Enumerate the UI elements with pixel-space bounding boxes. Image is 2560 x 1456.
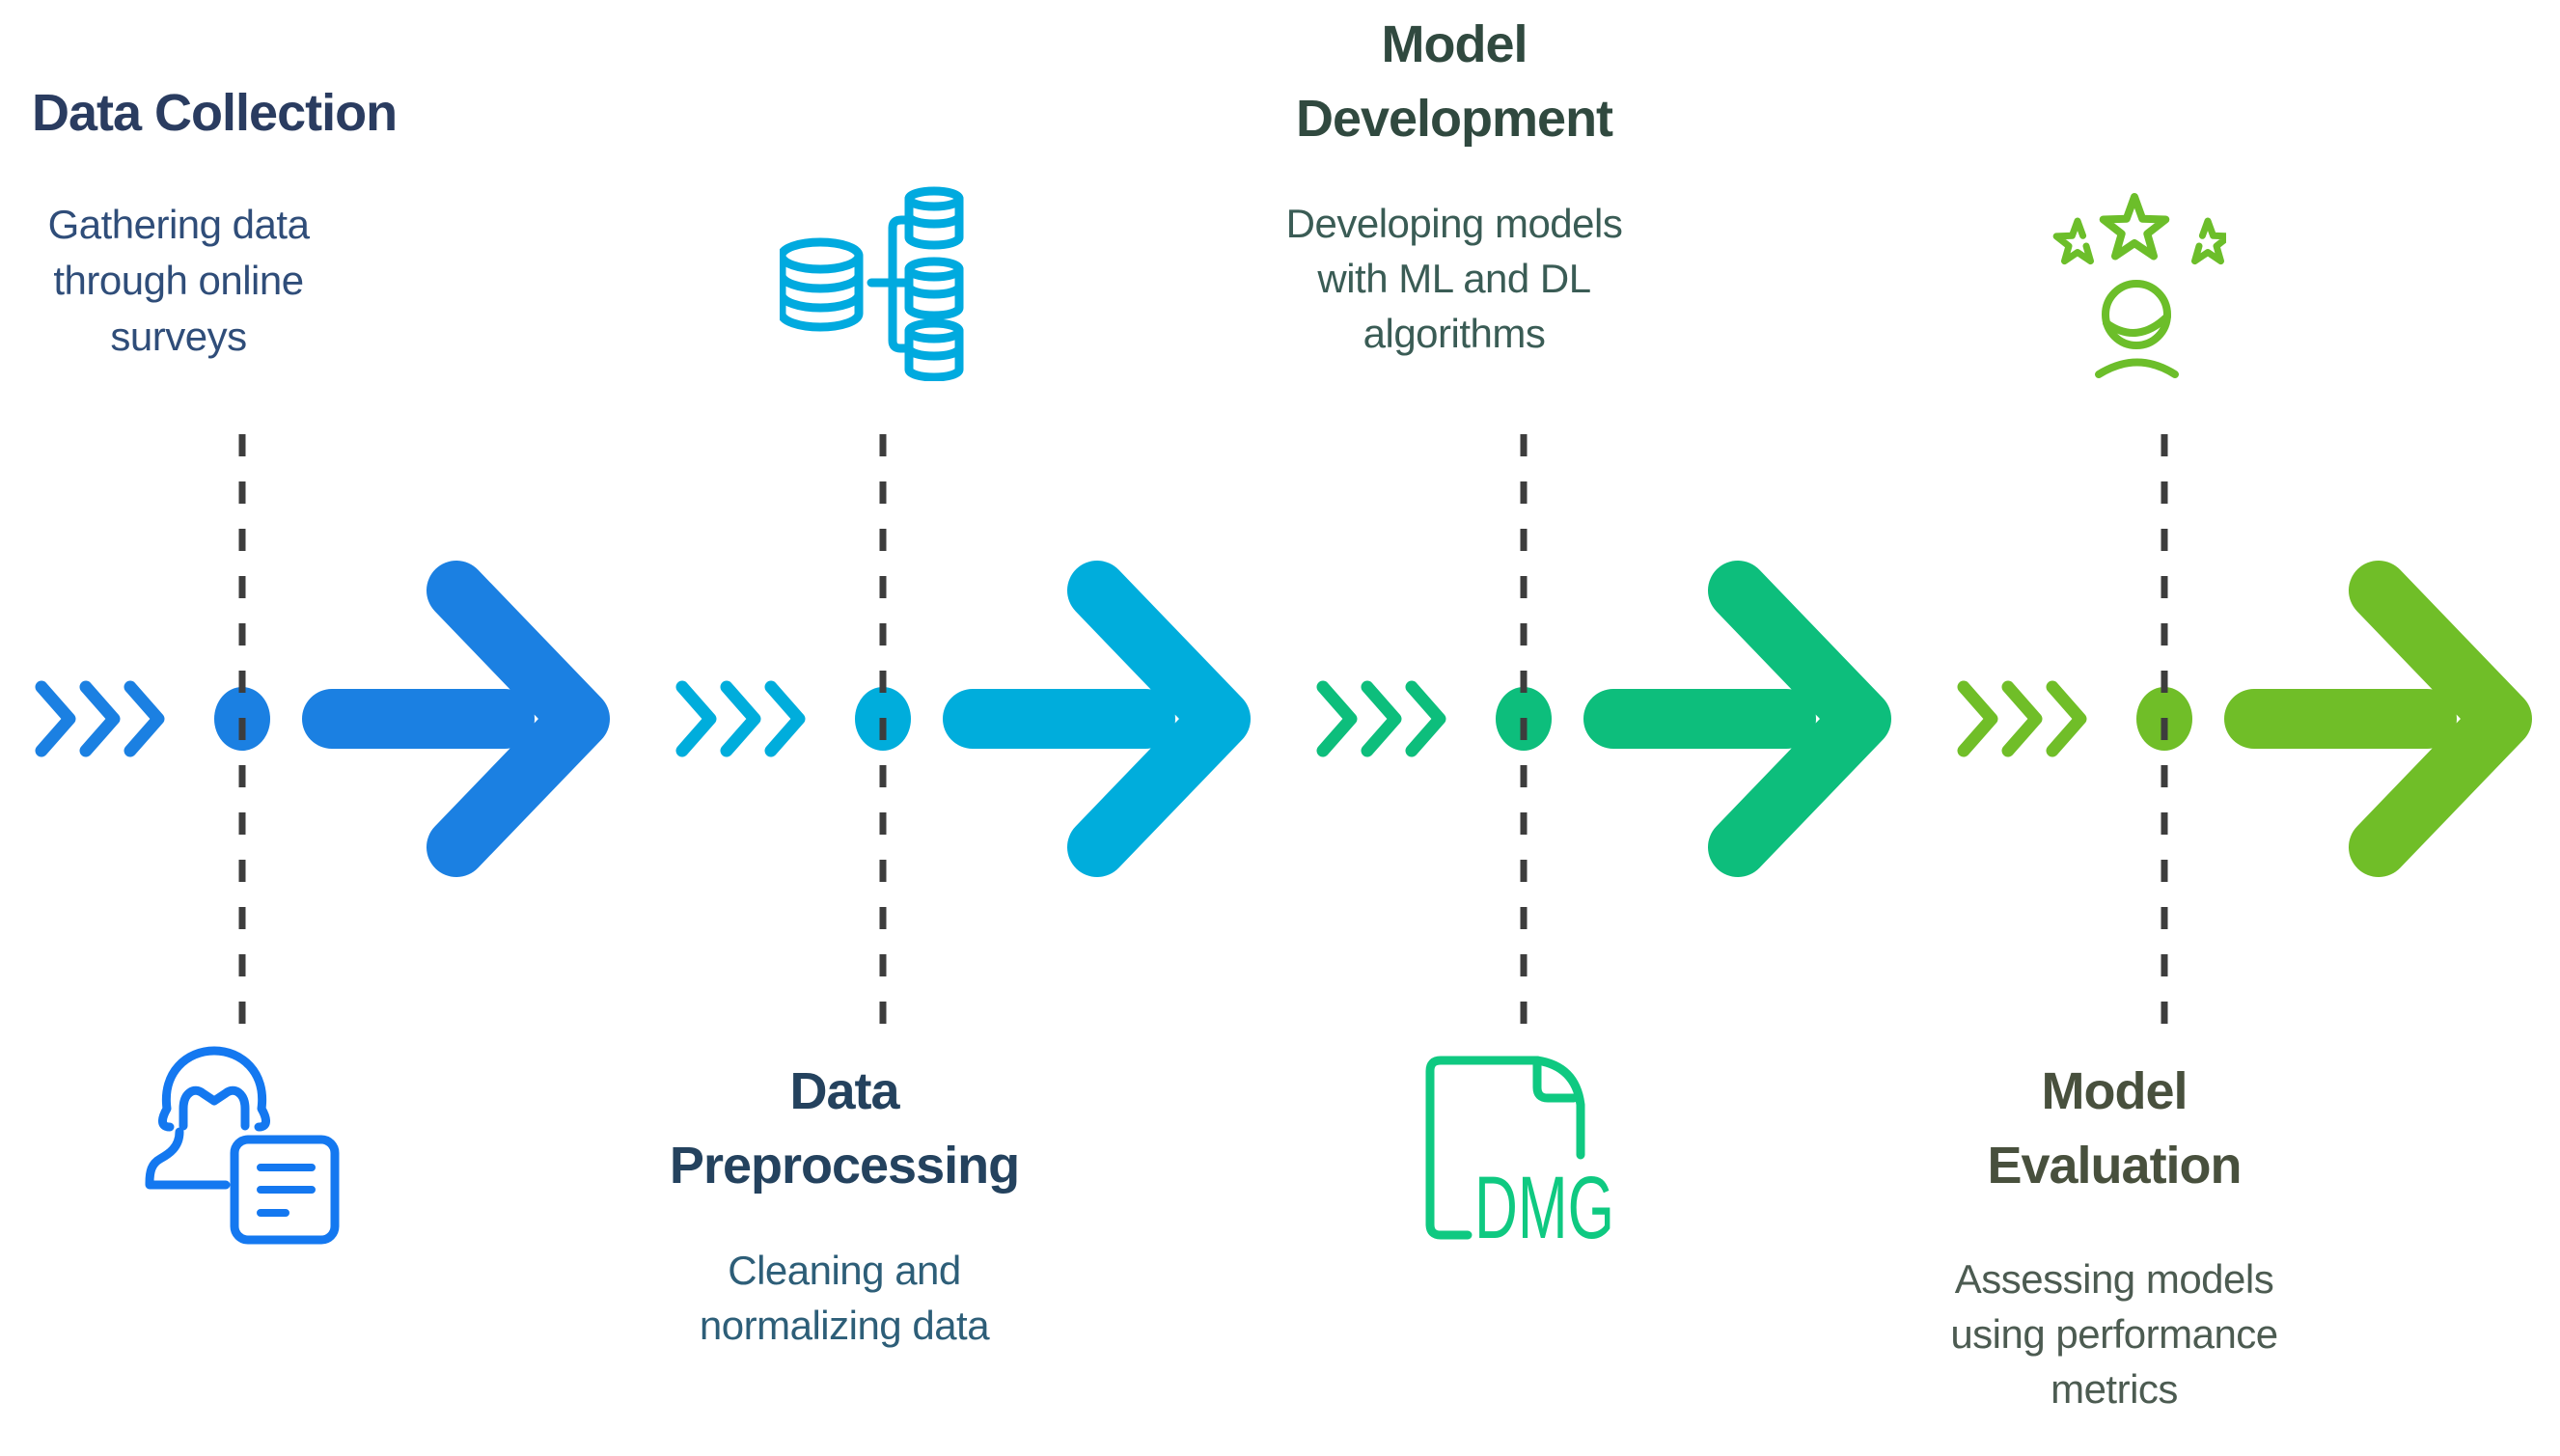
stage-title: Data Collection (32, 83, 398, 143)
stage-title: Model Evaluation (1987, 1062, 2242, 1195)
triple-chevron-icon (1957, 680, 2087, 757)
stage-title: Data Preprocessing (669, 1062, 1020, 1195)
dmg-file-icon: DMG (1425, 1056, 1614, 1252)
database-branch-icon (780, 186, 964, 381)
stage-description: Gathering data through online surveys (47, 202, 310, 359)
triple-chevron-icon (35, 680, 165, 757)
big-arrow-icon (2224, 561, 2532, 877)
woman-survey-icon (145, 1046, 340, 1245)
dashed-timeline (1520, 434, 1528, 1048)
triple-chevron-icon (1316, 680, 1446, 757)
dmg-label: DMG (1474, 1159, 1614, 1252)
stage-description: Assessing models using performance metri… (1950, 1256, 2278, 1412)
big-arrow-icon (302, 561, 610, 877)
stage-description: Developing models with ML and DL algorit… (1285, 201, 1623, 356)
flow-arrow-icon (1316, 561, 1891, 877)
flow-arrow-icon (35, 561, 610, 877)
stage-title-line: Data Collection (32, 84, 398, 142)
stage-title: Model Development (1295, 15, 1613, 148)
person-stars-icon (2052, 193, 2226, 378)
flow-arrow-icon (1957, 561, 2532, 877)
triple-chevron-icon (675, 680, 806, 757)
flow-arrow-icon (675, 561, 1251, 877)
dashed-timeline (879, 434, 887, 1048)
big-arrow-icon (943, 561, 1251, 877)
dashed-timeline (238, 434, 246, 1048)
stage-description: Cleaning and normalizing data (699, 1248, 990, 1348)
big-arrow-icon (1583, 561, 1891, 877)
dashed-timeline (2161, 434, 2168, 1048)
